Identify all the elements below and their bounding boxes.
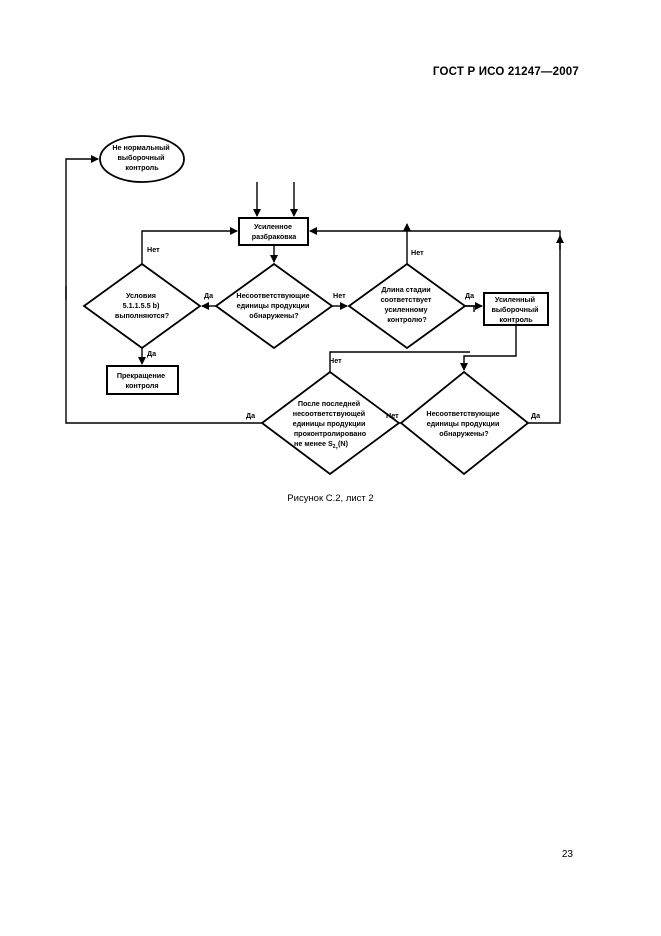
stop-inspection-box <box>106 365 179 395</box>
no-label-diamond1: Нет <box>333 291 346 300</box>
page-number: 23 <box>561 849 573 860</box>
tightened-switching-label: Усиленное разбраковка <box>252 222 298 241</box>
yes-label-after-last: Да <box>246 411 256 420</box>
stage-length-label: Длина стадии соответствует усиленному ко… <box>381 285 434 324</box>
yes-label-diamond2: Да <box>531 411 541 420</box>
no-label-conditions: Нет <box>147 245 160 254</box>
no-label-after-last: Нет <box>329 356 342 365</box>
no-label-diamond2: Нет <box>386 411 399 420</box>
document-header: ГОСТ Р ИСО 21247—2007 <box>432 66 579 78</box>
stop-inspection-label: Прекращение контроля <box>117 371 167 390</box>
figure-caption: Рисунок С.2, лист 2 <box>287 493 374 504</box>
tightened-sampling-label: Усиленный выборочный контроль <box>491 295 540 324</box>
nonconforming-diamond-1 <box>214 262 334 350</box>
stage-length-diamond <box>347 262 467 350</box>
nonconforming-label-1: Несоответствующие единицы продукции обна… <box>236 291 311 320</box>
yes-label-conditions: Да <box>147 349 157 358</box>
after-last-nonconforming-diamond <box>260 370 401 476</box>
after-last-nonconforming-label: После последней несоответствующей единиц… <box>293 399 368 438</box>
yes-label-diamond1: Да <box>204 291 214 300</box>
no-label-stage-length: Нет <box>411 248 424 257</box>
nonconforming-label-2: Несоответствующие единицы продукции обна… <box>426 409 501 438</box>
normal-sampling-label: Не нормальный выборочный контроль <box>112 143 171 172</box>
yes-label-stage-length: Да <box>465 291 475 300</box>
after-last-threshold: не менее S2T(N) <box>294 439 349 451</box>
nonconforming-diamond-2 <box>399 370 530 476</box>
normal-sampling-terminal <box>99 135 185 183</box>
conditions-label: Условия 5.1.1.5.5 b) выполняются? <box>115 291 169 320</box>
